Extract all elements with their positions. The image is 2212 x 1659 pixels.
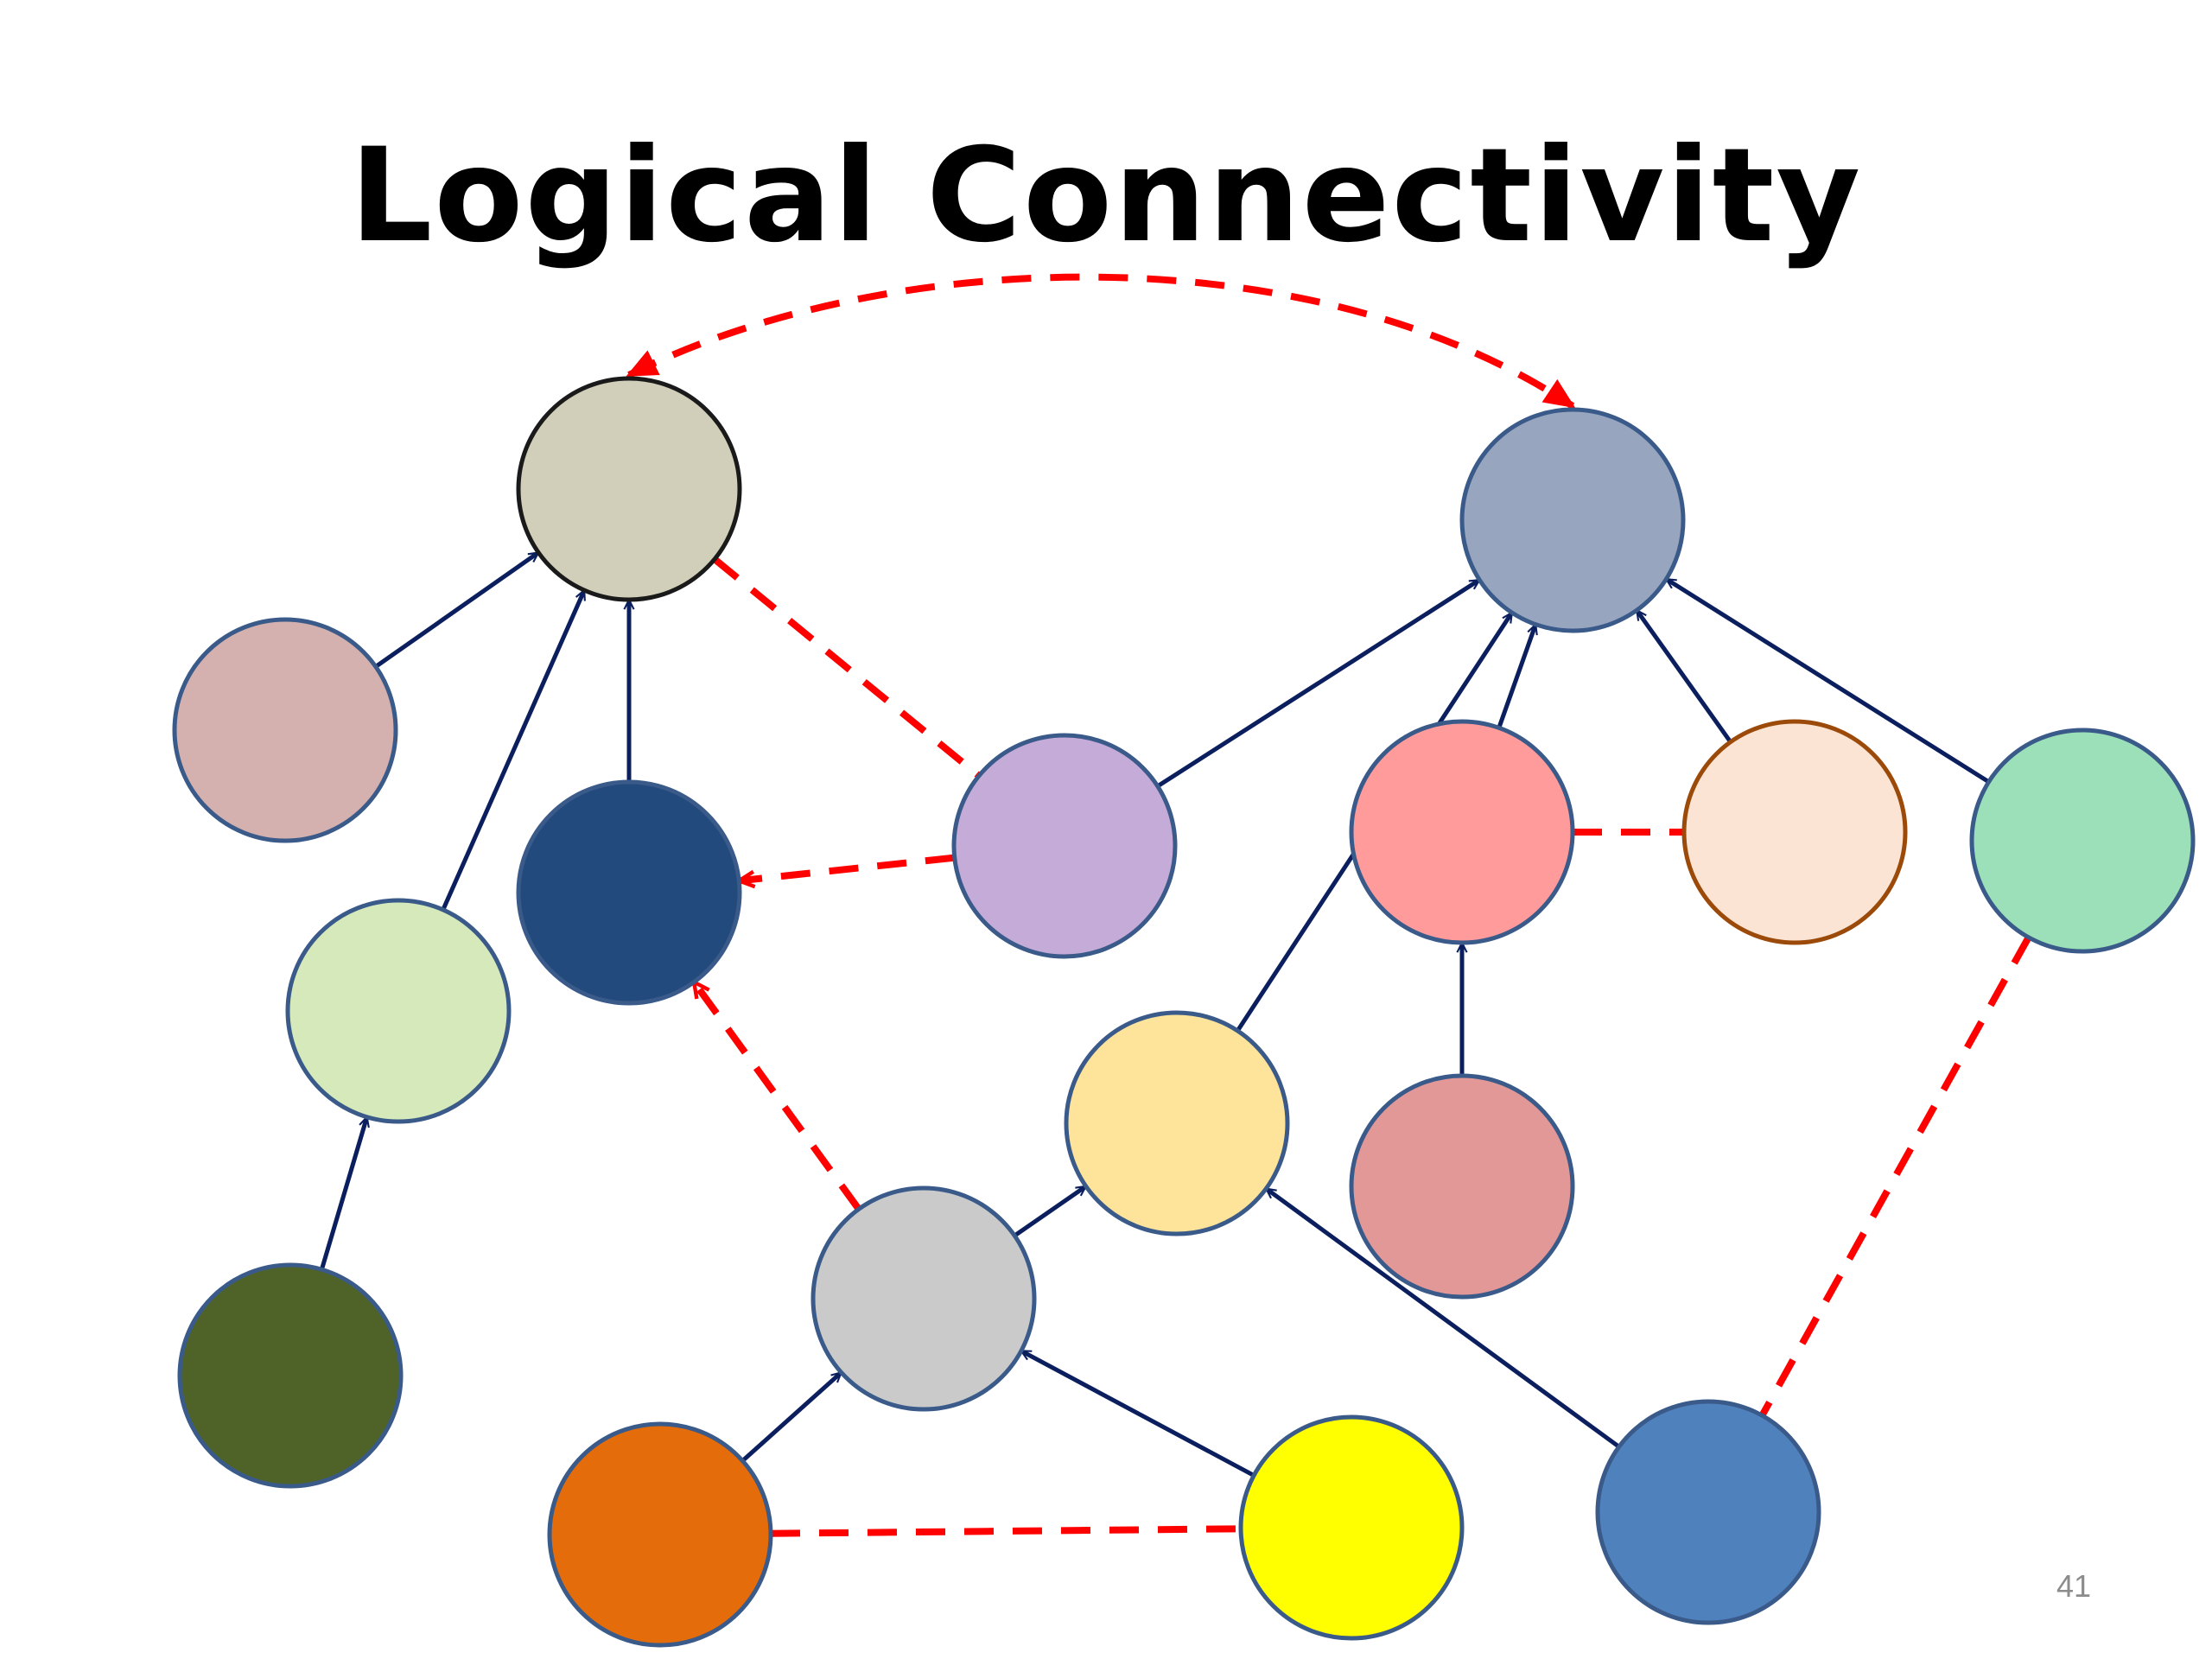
page-number: 41 bbox=[2056, 1568, 2091, 1604]
node-cream bbox=[1064, 1010, 1290, 1236]
edge-layer bbox=[319, 273, 2032, 1537]
node-pink bbox=[1349, 719, 1575, 945]
tree-edge-yellow-to-gray bbox=[1021, 1349, 1255, 1478]
logical-link-mint-steelblue bbox=[1758, 935, 2032, 1418]
tree-edge-orange-to-gray bbox=[741, 1370, 841, 1463]
slide-title: Logical Connectivity bbox=[349, 121, 1863, 271]
tree-edge-gray-to-cream bbox=[1013, 1184, 1086, 1238]
logical-link-gray-navy bbox=[690, 982, 862, 1211]
tree-edge-lavender-to-slate bbox=[1156, 577, 1479, 789]
node-mint bbox=[1969, 728, 2196, 954]
node-layer bbox=[172, 376, 2196, 1648]
node-orange bbox=[547, 1421, 773, 1648]
node-lightgreen bbox=[285, 898, 512, 1124]
node-tan bbox=[516, 376, 742, 602]
node-gray bbox=[810, 1185, 1037, 1412]
tree-edge-peach-to-slate bbox=[1635, 610, 1732, 744]
logical-link-tan-slate bbox=[626, 273, 1576, 410]
node-navy bbox=[516, 779, 742, 1006]
node-lavender bbox=[951, 733, 1178, 959]
node-peach bbox=[1681, 719, 1908, 945]
tree-edge-steelblue-to-cream bbox=[1266, 1186, 1621, 1449]
tree-edge-pink-to-slate bbox=[1497, 625, 1535, 729]
tree-edge-rose-to-tan bbox=[374, 550, 538, 669]
node-yellow bbox=[1238, 1414, 1465, 1641]
node-dustyrose bbox=[1349, 1073, 1575, 1300]
node-slate bbox=[1459, 407, 1686, 633]
tree-edge-lightgreen-to-tan bbox=[441, 590, 587, 911]
logical-link-orange-yellow bbox=[770, 1525, 1242, 1537]
tree-edge-mint-to-slate bbox=[1666, 577, 1990, 784]
node-steelblue bbox=[1595, 1399, 1821, 1625]
logical-link-lavender-navy bbox=[739, 854, 956, 881]
node-rose bbox=[172, 617, 398, 843]
logical-link-tan-lavender bbox=[712, 556, 982, 779]
tree-edge-olive-to-lightgreen bbox=[319, 1117, 366, 1270]
node-olive bbox=[177, 1262, 404, 1489]
